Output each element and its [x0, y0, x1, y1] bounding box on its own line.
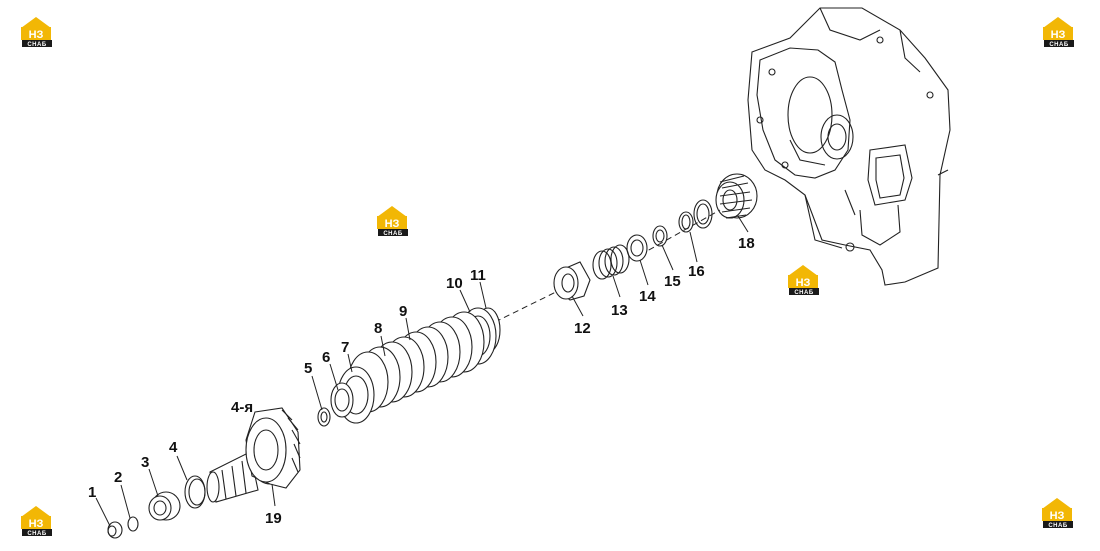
callout-1: 1	[88, 484, 96, 501]
part-19-hub-shaft	[206, 407, 301, 503]
part-14-ring	[652, 225, 668, 247]
part-13-washer	[626, 234, 648, 262]
part-4-snap-ring	[184, 475, 206, 509]
callout-2: 2	[114, 469, 122, 486]
logo-mark: НЗ	[29, 518, 44, 530]
logo-bottom-right: НЗ СНАБ	[1042, 498, 1073, 529]
part-1-nut	[107, 521, 123, 539]
callout-19: 19	[265, 510, 282, 527]
part-3-bearing	[148, 491, 181, 521]
callout-13: 13	[611, 302, 628, 319]
logo-sub: СНАБ	[1048, 523, 1067, 529]
logo-sub: СНАБ	[27, 42, 46, 48]
part-5-ring	[317, 407, 331, 427]
callout-7: 7	[341, 339, 349, 356]
callout-5: 5	[304, 360, 312, 377]
callout-6: 6	[322, 349, 330, 366]
part-12-piston	[553, 261, 591, 301]
callout-14: 14	[639, 288, 656, 305]
logo-top-left: НЗ СНАБ	[21, 17, 52, 48]
callout-12: 12	[574, 320, 591, 337]
callout-9: 9	[399, 303, 407, 320]
logo-top-right: НЗ СНАБ	[1043, 17, 1074, 48]
callout-18: 18	[738, 235, 755, 252]
part-13-spring	[592, 244, 630, 280]
part-18-gear	[715, 173, 758, 219]
callout-16: 16	[688, 263, 705, 280]
clutch-disc-pack	[330, 307, 501, 424]
logo-mark: НЗ	[1050, 510, 1065, 522]
logo-sub: СНАБ	[1049, 42, 1068, 48]
logo-center-right: НЗ СНАБ	[788, 265, 819, 296]
logo-bottom-left: НЗ СНАБ	[21, 506, 52, 537]
callout-11: 11	[470, 267, 486, 284]
callout-3: 3	[141, 454, 149, 471]
callout-4-ya: 4-я	[231, 399, 253, 416]
part-16-ring	[693, 199, 713, 229]
logo-sub: СНАБ	[27, 531, 46, 537]
logo-mark: НЗ	[29, 29, 44, 41]
callout-8: 8	[374, 320, 382, 337]
part-2-ring	[127, 516, 139, 532]
logo-mark: НЗ	[796, 277, 811, 289]
part-6-ring	[330, 382, 354, 418]
logo-mark: НЗ	[385, 218, 400, 230]
logo-mark: НЗ	[1051, 29, 1066, 41]
logo-sub: СНАБ	[794, 290, 813, 296]
leader-lines	[95, 215, 749, 527]
part-15-ring	[678, 211, 694, 233]
logo-center-left: НЗ СНАБ	[377, 206, 408, 237]
transmission-housing	[747, 7, 951, 286]
callout-15: 15	[664, 273, 681, 290]
callout-4: 4	[169, 439, 178, 456]
callout-10: 10	[446, 275, 463, 292]
logo-sub: СНАБ	[383, 231, 402, 237]
assembly-axis	[494, 209, 721, 323]
